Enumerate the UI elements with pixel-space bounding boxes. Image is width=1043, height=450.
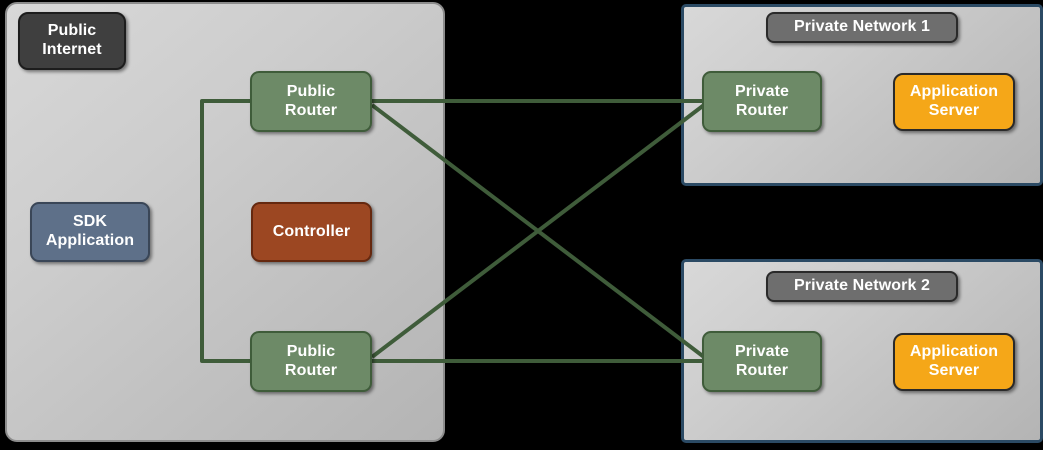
node-application-server-2[interactable]: Application Server [893,333,1015,391]
node-application-server-1[interactable]: Application Server [893,73,1015,131]
private-network-1-label: Private Network 1 [766,12,958,43]
public-internet-label: Public Internet [18,12,126,70]
node-private-router-1[interactable]: Private Router [702,71,822,132]
node-private-router-2[interactable]: Private Router [702,331,822,392]
node-controller[interactable]: Controller [251,202,372,262]
private-network-2-label: Private Network 2 [766,271,958,302]
node-public-router-bottom[interactable]: Public Router [250,331,372,392]
node-sdk-application[interactable]: SDK Application [30,202,150,262]
node-public-router-top[interactable]: Public Router [250,71,372,132]
